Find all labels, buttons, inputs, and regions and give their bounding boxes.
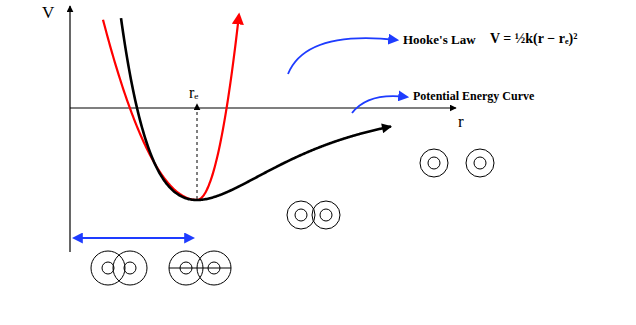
curve-title: Hooke's Law	[403, 33, 476, 47]
nucleus	[320, 209, 332, 221]
potential-curve	[121, 18, 391, 200]
hooke-parabola	[197, 15, 239, 200]
axis-label: V	[42, 4, 54, 23]
nucleus	[474, 157, 486, 169]
atom	[312, 201, 340, 229]
nucleus	[295, 209, 307, 221]
leader-arrow	[352, 96, 407, 113]
r-axis	[70, 107, 456, 108]
equilibrium-label: rₑ	[189, 84, 198, 102]
atom	[466, 149, 494, 177]
atom	[287, 201, 315, 229]
atom	[420, 149, 448, 177]
curve-title: Potential Energy Curve	[413, 90, 534, 103]
bond-line	[169, 268, 231, 269]
equilibrium-marker	[197, 104, 198, 199]
leader-arrow	[288, 38, 397, 74]
distance-arrow	[74, 237, 193, 239]
hooke-parabola	[103, 20, 197, 200]
v-axis	[69, 6, 70, 252]
atom-pair	[91, 251, 147, 285]
atom-pair	[169, 251, 231, 285]
nucleus	[428, 157, 440, 169]
atom	[113, 251, 147, 285]
atom-pair	[287, 201, 340, 229]
axis-label: r	[458, 113, 464, 132]
atom-pair	[420, 149, 494, 177]
nucleus	[102, 262, 114, 274]
atom	[91, 251, 125, 285]
nucleus	[124, 262, 136, 274]
formula-label: V = ½k(r − rₑ)²	[490, 31, 577, 46]
